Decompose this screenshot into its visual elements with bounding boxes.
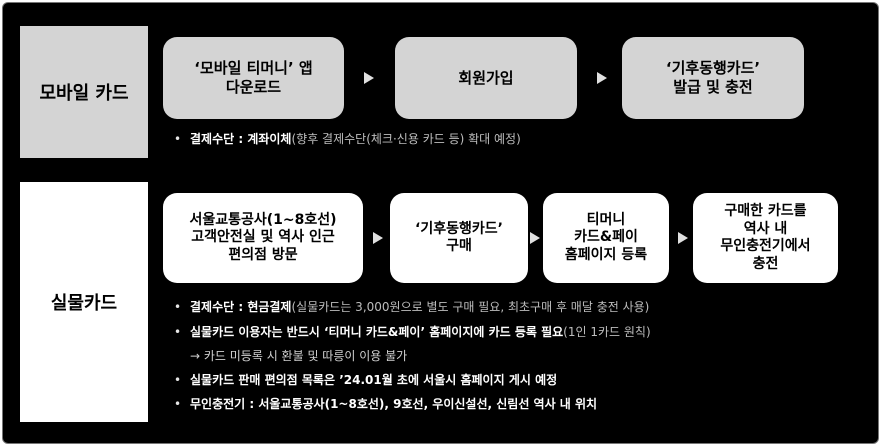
arrow-right-icon — [597, 72, 607, 84]
physical-step-purchase: ‘기후동행카드’ 구매 — [390, 193, 528, 283]
bullet: • — [174, 325, 182, 339]
physical-note-register: • 실물카드 이용자는 반드시 ‘티머니 카드&페이’ 홈페이지에 카드 등록 필… — [174, 323, 651, 340]
physical-note-payment: • 결제수단 : 현금결제(실물카드는 3,000원으로 별도 구매 필요, 최초… — [174, 298, 649, 315]
bullet: • — [174, 373, 182, 387]
mobile-step-app-download: ‘모바일 티머니’ 앱 다운로드 — [163, 37, 344, 119]
arrow-right-icon — [364, 72, 374, 84]
note-key: 실물카드 판매 편의점 목록은 ’24.01월 초에 서울시 홈페이지 게시 예… — [190, 373, 558, 387]
arrow-right-icon — [373, 232, 383, 244]
mobile-step-signup: 회원가입 — [395, 37, 577, 119]
physical-step-visit: 서울교통공사(1~8호선) 고객안전실 및 역사 인근 편의점 방문 — [163, 193, 363, 283]
mobile-step-issue-charge: ‘기후동행카드’ 발급 및 충전 — [622, 37, 804, 119]
physical-note-stores: • 실물카드 판매 편의점 목록은 ’24.01월 초에 서울시 홈페이지 게시 … — [174, 371, 557, 388]
physical-card-label: 실물카드 — [20, 182, 148, 422]
physical-step-charge: 구매한 카드를 역사 내 무인충전기에서 충전 — [693, 193, 838, 283]
note-key: 무인충전기 : 서울교통공사(1~8호선), 9호선, 우이신설선, 신림선 역… — [190, 397, 598, 411]
arrow-right-icon — [678, 232, 688, 244]
physical-note-chargers: • 무인충전기 : 서울교통공사(1~8호선), 9호선, 우이신설선, 신림선 … — [174, 395, 597, 412]
bullet: • — [174, 300, 182, 314]
physical-step-register: 티머니 카드&페이 홈페이지 등록 — [543, 193, 669, 283]
bullet: • — [174, 132, 182, 146]
bullet: • — [174, 397, 182, 411]
note-detail: (1인 1카드 원칙) — [563, 325, 651, 339]
note-key: 결제수단 : 현금결제 — [190, 300, 292, 314]
note-detail: (실물카드는 3,000원으로 별도 구매 필요, 최초구매 후 매달 충전 사… — [291, 300, 650, 314]
mobile-payment-note: • 결제수단 : 계좌이체(향후 결제수단(체크·신용 카드 등) 확대 예정) — [174, 130, 521, 147]
note-detail: (향후 결제수단(체크·신용 카드 등) 확대 예정) — [291, 132, 521, 146]
arrow-right-icon — [530, 232, 540, 244]
note-key: 실물카드 이용자는 반드시 ‘티머니 카드&페이’ 홈페이지에 카드 등록 필요 — [190, 325, 564, 339]
mobile-card-label: 모바일 카드 — [20, 26, 148, 158]
physical-sub-note: → 카드 미등록 시 환불 및 따릉이 이용 불가 — [190, 349, 408, 363]
note-key: 결제수단 : 계좌이체 — [190, 132, 292, 146]
